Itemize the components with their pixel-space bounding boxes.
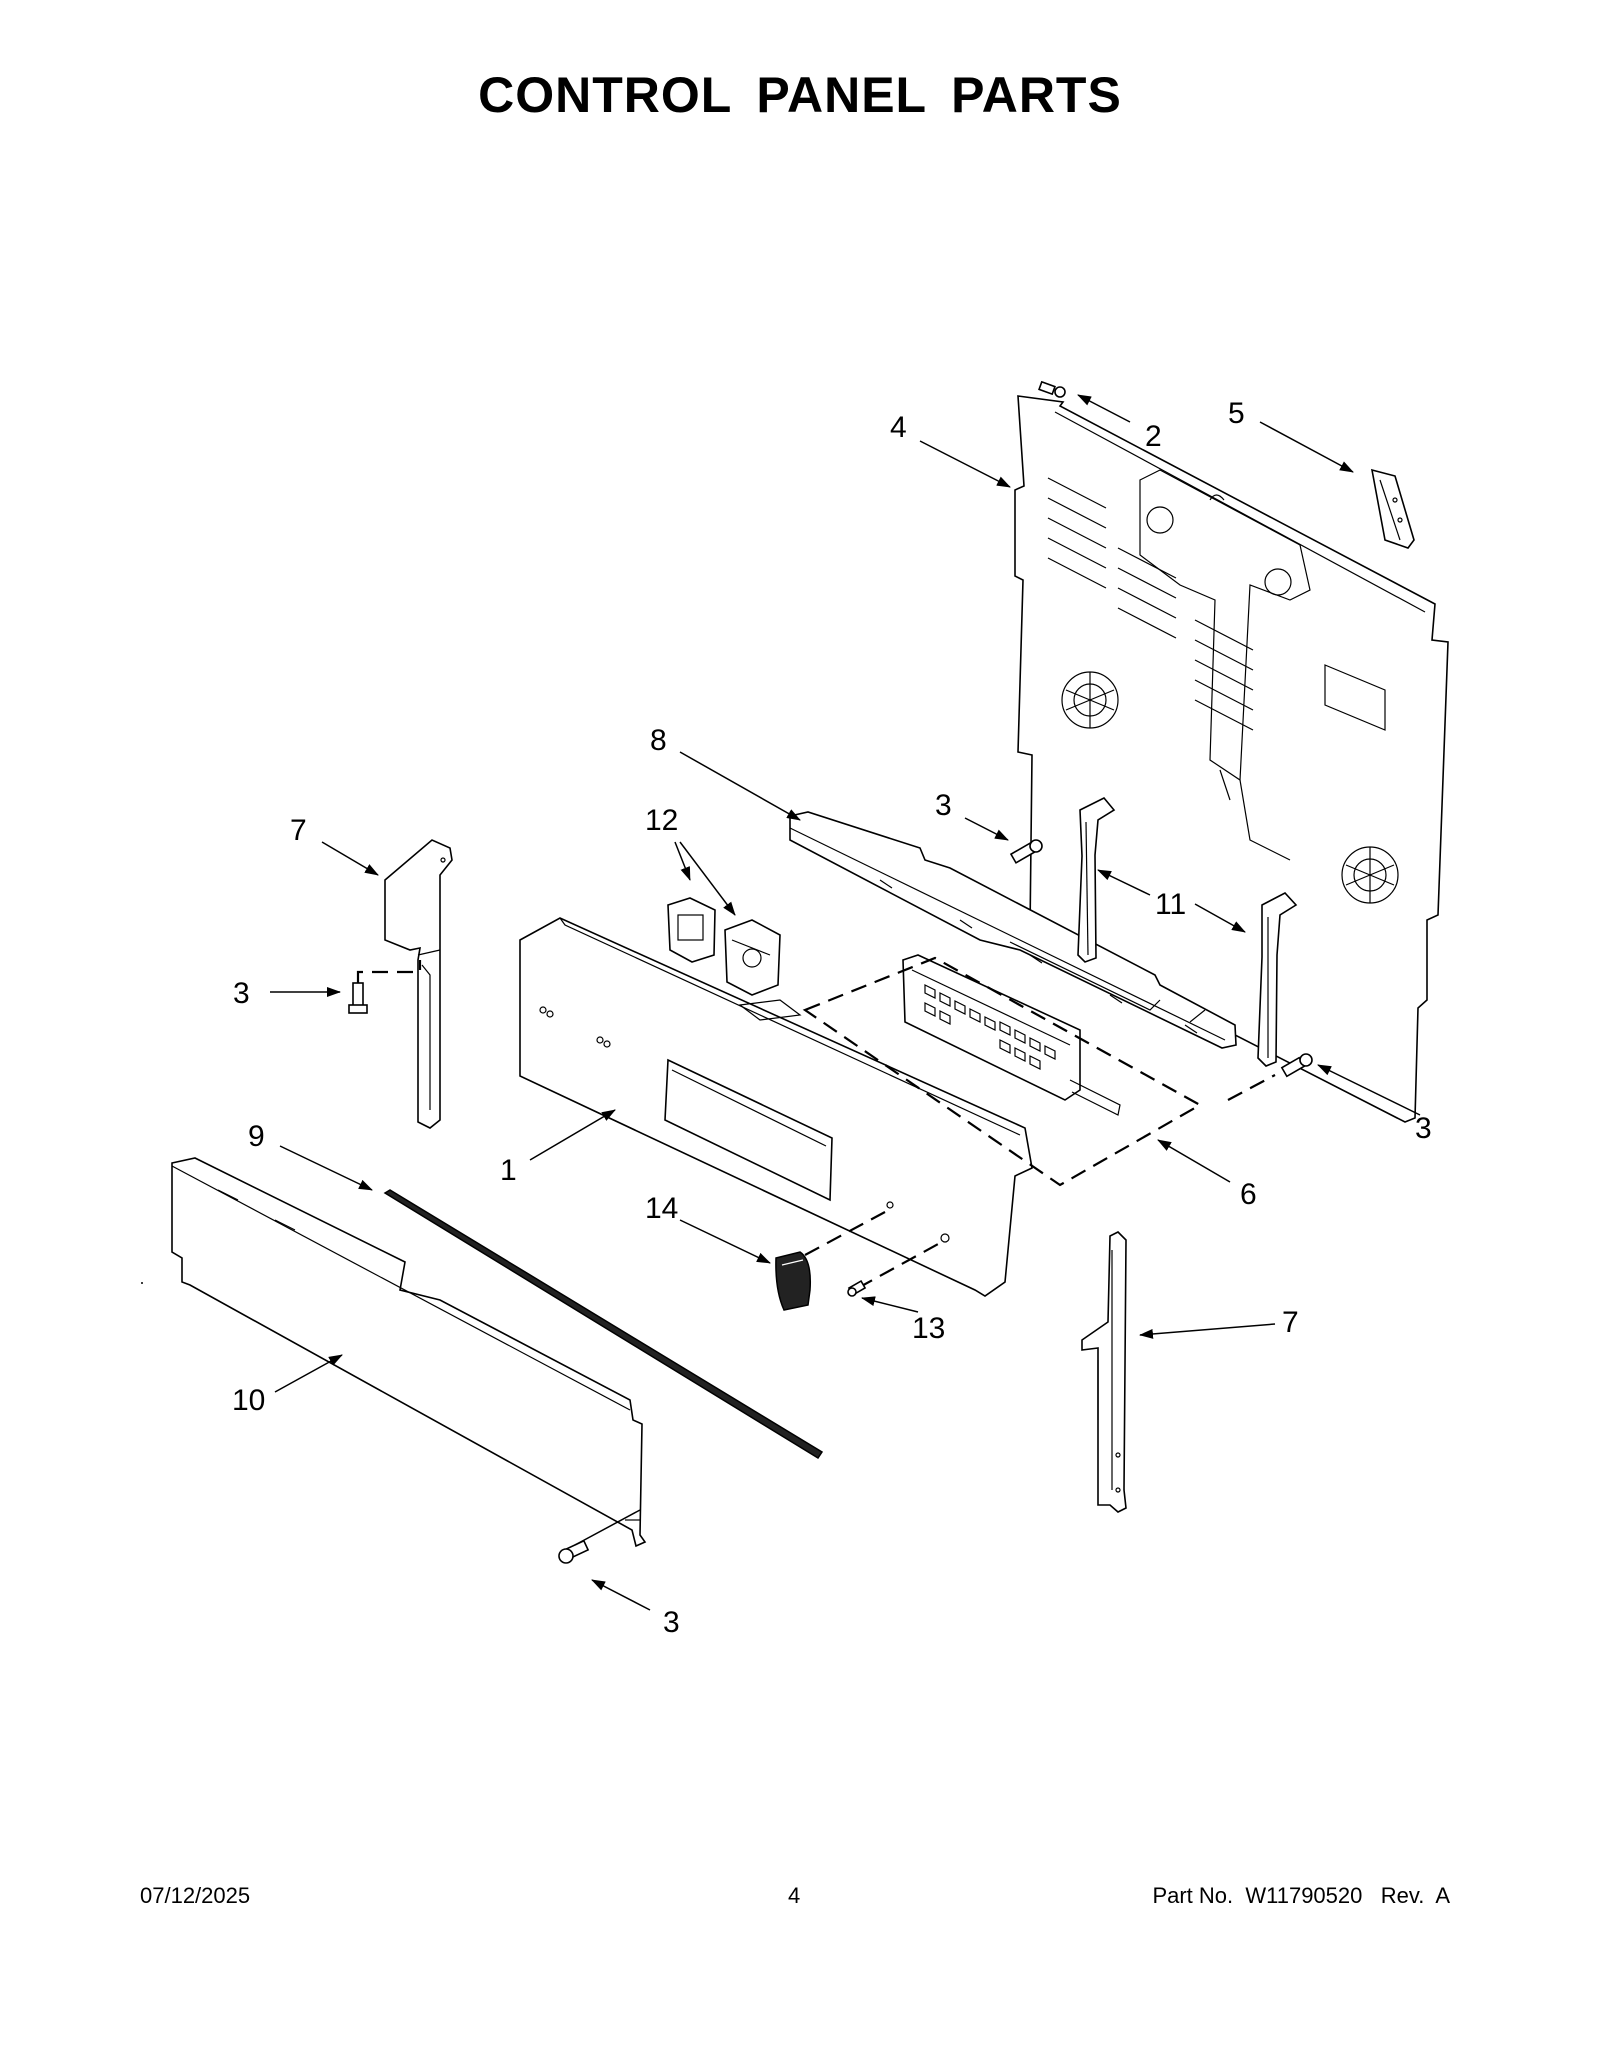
callout-7-right: 7 [1282,1306,1299,1339]
assembly-dashed-outline [802,956,1203,1187]
dashed-line-screw-3-right [1227,1074,1276,1101]
callout-12: 12 [645,804,678,837]
callout-3-left: 3 [233,977,250,1010]
footer-date: 07/12/2025 [140,1883,251,1908]
part-4-rear-panel [1014,395,1449,1123]
callout-2: 2 [1145,420,1162,453]
callout-labels: 2 4 5 8 3 11 12 7 3 3 1 6 9 14 13 7 10 3 [232,397,1432,1639]
part-14-knob [775,1251,812,1311]
part-3-screw-bottom [558,1539,590,1564]
callout-13: 13 [912,1312,945,1345]
part-9-trim-strip [383,1189,824,1460]
callout-11: 11 [1155,888,1186,921]
part-7-side-bracket-left [384,839,453,1129]
part-11-bracket-left [1077,797,1116,963]
part-11-bracket-right [1257,892,1298,1067]
stray-mark [141,1282,143,1284]
part-3-screw-left [348,982,368,1014]
page-title: CONTROL PANEL PARTS [478,67,1122,123]
part-12-switches [667,897,781,996]
callout-4: 4 [890,411,907,444]
callout-14: 14 [645,1192,678,1225]
fan-guard-left [1061,671,1119,729]
callout-7-left: 7 [290,814,307,847]
dashed-line-screw-3-left [356,960,422,983]
callout-1: 1 [500,1154,517,1187]
callout-5: 5 [1228,397,1245,430]
part-10-trim [171,1157,647,1548]
part-5-bracket [1370,468,1415,549]
footer-page-number: 4 [788,1883,801,1908]
footer-part-number: Part No. W11790520 Rev. A [1152,1883,1450,1908]
callout-3-bottom: 3 [663,1606,680,1639]
callout-6: 6 [1240,1178,1257,1211]
callout-3-top: 3 [935,789,952,822]
part-3-screw-top [1009,839,1043,864]
leader-lines [270,394,1421,1611]
part-1-console [519,917,1033,1297]
callout-3-right: 3 [1415,1112,1432,1145]
callout-9: 9 [248,1120,265,1153]
part-3-screw-right [1280,1053,1313,1078]
vent-slots-center [1194,619,1254,731]
dashed-line-screw-13 [857,1242,941,1289]
callout-8: 8 [650,724,667,757]
keypad [924,984,1056,1070]
part-2-screw [1038,380,1066,398]
vent-slots-left [1047,477,1177,639]
part-7-side-bracket-right [1081,1231,1127,1513]
callout-10: 10 [232,1384,265,1417]
dashed-line-knob [804,1211,886,1256]
part-13-screw [847,1279,867,1297]
part-6-control-board [902,954,1121,1116]
part-8-frame [789,811,1237,1049]
fan-guard-right [1341,846,1399,904]
